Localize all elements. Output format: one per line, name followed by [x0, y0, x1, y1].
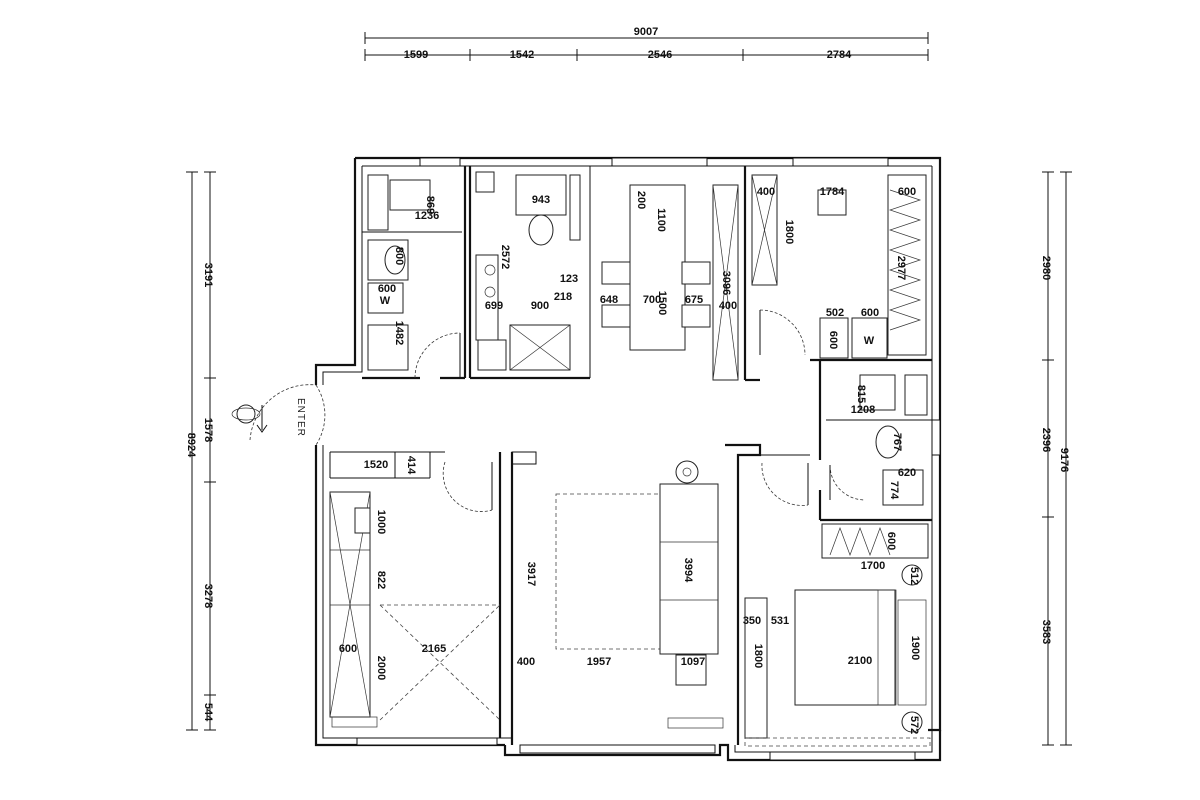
left-dim-4: 544 [202, 703, 214, 722]
dim-living-3994: 3994 [682, 558, 694, 583]
dim-dining-3096: 3096 [720, 271, 732, 295]
dim-hall-1520: 1520 [364, 459, 388, 471]
dim-study-2165: 2165 [422, 643, 446, 655]
dim-bed1-2977: 2977 [895, 256, 907, 280]
dim-kitchen-218: 218 [554, 291, 572, 303]
enter-label: ENTER [295, 398, 306, 437]
top-total-dim: 9007 [634, 26, 658, 38]
dim-bath-a-800: 800 [393, 247, 405, 265]
dim-bed1-400: 400 [757, 186, 775, 198]
dim-dining-1500: 1500 [656, 291, 668, 315]
interior-dimensions: 869 1236 800 600 W 1482 943 2572 699 900… [339, 186, 921, 734]
dim-bath-b-1208: 1208 [851, 404, 875, 416]
dim-study-822: 822 [375, 571, 387, 589]
dim-study-2000: 2000 [375, 656, 387, 680]
dim-bath-b-774: 774 [888, 481, 900, 500]
dim-bed1-1800: 1800 [783, 220, 795, 244]
dim-kitchen-2572: 2572 [499, 245, 511, 269]
dim-kitchen-699: 699 [485, 300, 503, 312]
dim-study-600: 600 [339, 643, 357, 655]
dim-bed2-1900: 1900 [909, 636, 921, 660]
dim-dining-1100: 1100 [655, 208, 667, 232]
dim-bed2-572: 572 [908, 716, 920, 734]
dim-kitchen-943: 943 [532, 194, 550, 206]
dim-bath-a-1236: 1236 [415, 210, 439, 222]
dim-living-3917: 3917 [525, 562, 537, 586]
right-dim-2: 2396 [1040, 428, 1052, 452]
dim-bath-a-w: W [380, 295, 391, 307]
dim-kitchen-900: 900 [531, 300, 549, 312]
left-dim-1: 3191 [202, 263, 214, 287]
left-total-dim: 8924 [185, 433, 197, 458]
dim-bed1-600b: 600 [861, 307, 879, 319]
dim-kitchen-123: 123 [560, 273, 578, 285]
dim-dining-648: 648 [600, 294, 618, 306]
top-dimension-chain: 9007 1599 1542 2546 2784 [364, 26, 929, 61]
dim-bed1-600: 600 [898, 186, 916, 198]
dim-bath-a-1482: 1482 [393, 321, 405, 345]
dim-living-1097: 1097 [681, 656, 705, 668]
dim-dining-200: 200 [635, 191, 647, 209]
left-dim-2: 1578 [202, 418, 214, 442]
dim-living-1957: 1957 [587, 656, 611, 668]
dim-bath-a-600: 600 [378, 283, 396, 295]
dim-bed2-531: 531 [771, 615, 789, 627]
dim-bed2-350: 350 [743, 615, 761, 627]
top-dim-2: 1542 [510, 49, 534, 61]
dim-bed2-512: 512 [908, 567, 920, 585]
dim-bed1-w: W [864, 335, 875, 347]
interior-walls [329, 166, 932, 745]
right-dim-3: 3583 [1040, 620, 1052, 644]
right-dimension-chain: 2980 2396 3583 9176 [1040, 171, 1072, 746]
dim-bed2-600: 600 [885, 532, 897, 550]
dim-bath-b-815: 815 [855, 385, 867, 403]
left-dim-3: 3278 [202, 584, 214, 608]
furniture [329, 171, 931, 747]
dim-study-1000: 1000 [375, 510, 387, 534]
right-total-dim: 9176 [1058, 448, 1070, 472]
top-dim-3: 2546 [648, 49, 672, 61]
dim-bath-a-869: 869 [424, 196, 436, 214]
dim-bed2-1800: 1800 [752, 644, 764, 668]
dim-dining-675: 675 [685, 294, 703, 306]
dim-dining-700: 700 [643, 294, 661, 306]
dim-dining-400: 400 [719, 300, 737, 312]
dim-bed1-600c: 600 [827, 331, 839, 349]
dim-bed1-1784: 1784 [820, 186, 845, 198]
left-dimension-chain: 8924 3191 1578 3278 544 [185, 171, 216, 731]
dim-hall-414: 414 [405, 456, 417, 475]
person-icon [231, 404, 268, 433]
top-dim-4: 2784 [827, 49, 852, 61]
dim-living-400: 400 [517, 656, 535, 668]
windows [356, 157, 941, 761]
right-dim-1: 2980 [1040, 256, 1052, 280]
dim-bath-b-620: 620 [898, 467, 916, 479]
dim-bed2-2100: 2100 [848, 655, 872, 667]
dim-bath-b-767: 767 [891, 433, 903, 451]
dim-bed2-1700: 1700 [861, 560, 885, 572]
doors [249, 309, 866, 512]
top-dim-1: 1599 [404, 49, 428, 61]
dim-bed1-502: 502 [826, 307, 844, 319]
